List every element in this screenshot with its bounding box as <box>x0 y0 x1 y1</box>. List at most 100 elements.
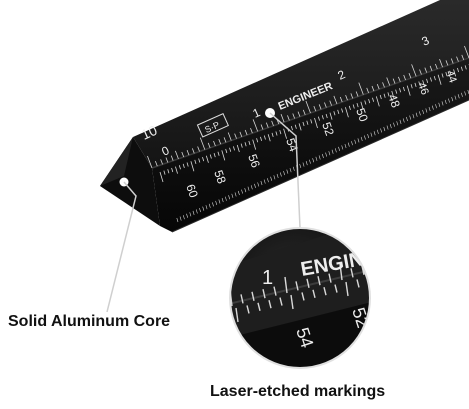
side-tick <box>310 119 313 124</box>
side-fine-tick <box>260 180 263 186</box>
side-tick <box>360 101 364 109</box>
side-fine-tick <box>234 192 237 197</box>
top-tick <box>227 132 232 141</box>
side-number-58: 58 <box>211 168 229 186</box>
side-tick <box>368 98 371 104</box>
top-tick <box>197 146 200 152</box>
side-fine-tick <box>286 169 289 174</box>
side-tick <box>337 109 340 115</box>
top-tick <box>339 96 343 103</box>
side-fine-tick <box>406 116 408 122</box>
top-tick <box>239 131 243 137</box>
side-fine-tick <box>322 153 324 159</box>
side-tick <box>341 108 344 113</box>
side-tick <box>329 112 333 120</box>
magnified-side-tick <box>290 294 294 310</box>
side-fine-tick <box>276 173 279 178</box>
side-tick <box>283 128 287 139</box>
side-tick <box>410 84 413 89</box>
side-tick <box>321 115 324 120</box>
top-tick <box>355 91 359 97</box>
side-fine-tick <box>428 106 431 112</box>
top-tick <box>398 76 401 82</box>
top-tick <box>345 95 348 101</box>
magnified-top-tick <box>339 263 343 281</box>
side-fine-tick <box>292 166 295 171</box>
side-fine-tick <box>376 129 379 134</box>
side-fine-tick <box>179 216 182 221</box>
side-fine-tick <box>441 101 444 106</box>
side-tick <box>202 157 205 162</box>
side-fine-tick <box>454 95 457 100</box>
top-tick <box>371 85 375 92</box>
side-fine-tick <box>263 179 266 184</box>
side-fine-tick <box>451 97 454 102</box>
top-tick <box>461 54 465 60</box>
side-fine-tick <box>412 114 415 119</box>
top-tick <box>318 104 322 110</box>
side-tick <box>453 69 457 77</box>
top-tick <box>324 102 327 108</box>
side-tick <box>314 117 318 129</box>
side-number-48: 48 <box>385 92 403 110</box>
side-fine-tick <box>409 115 412 120</box>
ruler-side-face <box>152 58 469 232</box>
top-tick <box>165 157 169 163</box>
side-tick <box>159 171 164 183</box>
side-fine-tick <box>305 161 308 166</box>
side-fine-tick <box>237 190 240 196</box>
magnified-tick-marks <box>230 263 381 323</box>
side-tick <box>186 162 189 167</box>
magnified-top-tick <box>373 263 375 272</box>
side-fine-tick <box>448 98 450 103</box>
side-fine-tick <box>202 206 205 211</box>
side-tick <box>418 81 421 86</box>
top-tick <box>207 142 211 148</box>
core-callout-line <box>106 181 137 313</box>
top-tick <box>199 137 206 150</box>
side-tick <box>399 88 402 93</box>
side-fine-tick <box>302 162 305 167</box>
magnified-side-tick <box>379 274 381 282</box>
top-tick <box>160 159 163 165</box>
side-tick <box>391 90 395 99</box>
side-tick <box>167 169 170 174</box>
magnified-top-tick <box>350 268 354 278</box>
top-tick <box>450 58 454 64</box>
top-tick <box>260 124 264 130</box>
side-tick <box>457 67 459 73</box>
magnified-side-tick <box>301 292 305 301</box>
top-tick <box>234 133 237 139</box>
side-number-52: 52 <box>319 120 337 138</box>
side-tick <box>171 167 174 173</box>
side-tick <box>325 113 328 119</box>
top-tick <box>313 106 317 112</box>
side-fine-tick <box>312 158 315 163</box>
magnified-side-tick <box>235 307 239 323</box>
side-tick <box>422 80 426 88</box>
side-tick <box>221 150 226 161</box>
side-fine-tick <box>257 182 260 187</box>
ruler: 10 0 1 2 3 S·P ENGINEER 60 58 56 54 52 5… <box>100 0 469 233</box>
side-fine-tick <box>347 142 350 147</box>
side-fine-tick <box>360 136 363 142</box>
side-tick <box>178 165 181 170</box>
side-fine-tick <box>250 185 253 190</box>
side-fine-tick <box>228 195 231 200</box>
side-tick <box>263 135 266 140</box>
side-fine-tick <box>270 176 273 181</box>
top-tick <box>333 95 338 104</box>
side-fine-tick <box>370 132 373 137</box>
side-tick <box>198 158 201 163</box>
side-tick <box>240 143 243 148</box>
core-caption: Solid Aluminum Core <box>8 313 171 330</box>
side-fine-tick <box>208 203 211 208</box>
magnifier-rim <box>229 227 371 369</box>
top-tick <box>147 155 153 169</box>
ruler-bottom-edge <box>171 99 469 233</box>
side-fine-tick <box>431 105 434 110</box>
side-tick <box>205 155 209 163</box>
side-fine-tick <box>309 159 311 164</box>
side-tick <box>244 142 247 147</box>
side-tick <box>163 170 166 175</box>
